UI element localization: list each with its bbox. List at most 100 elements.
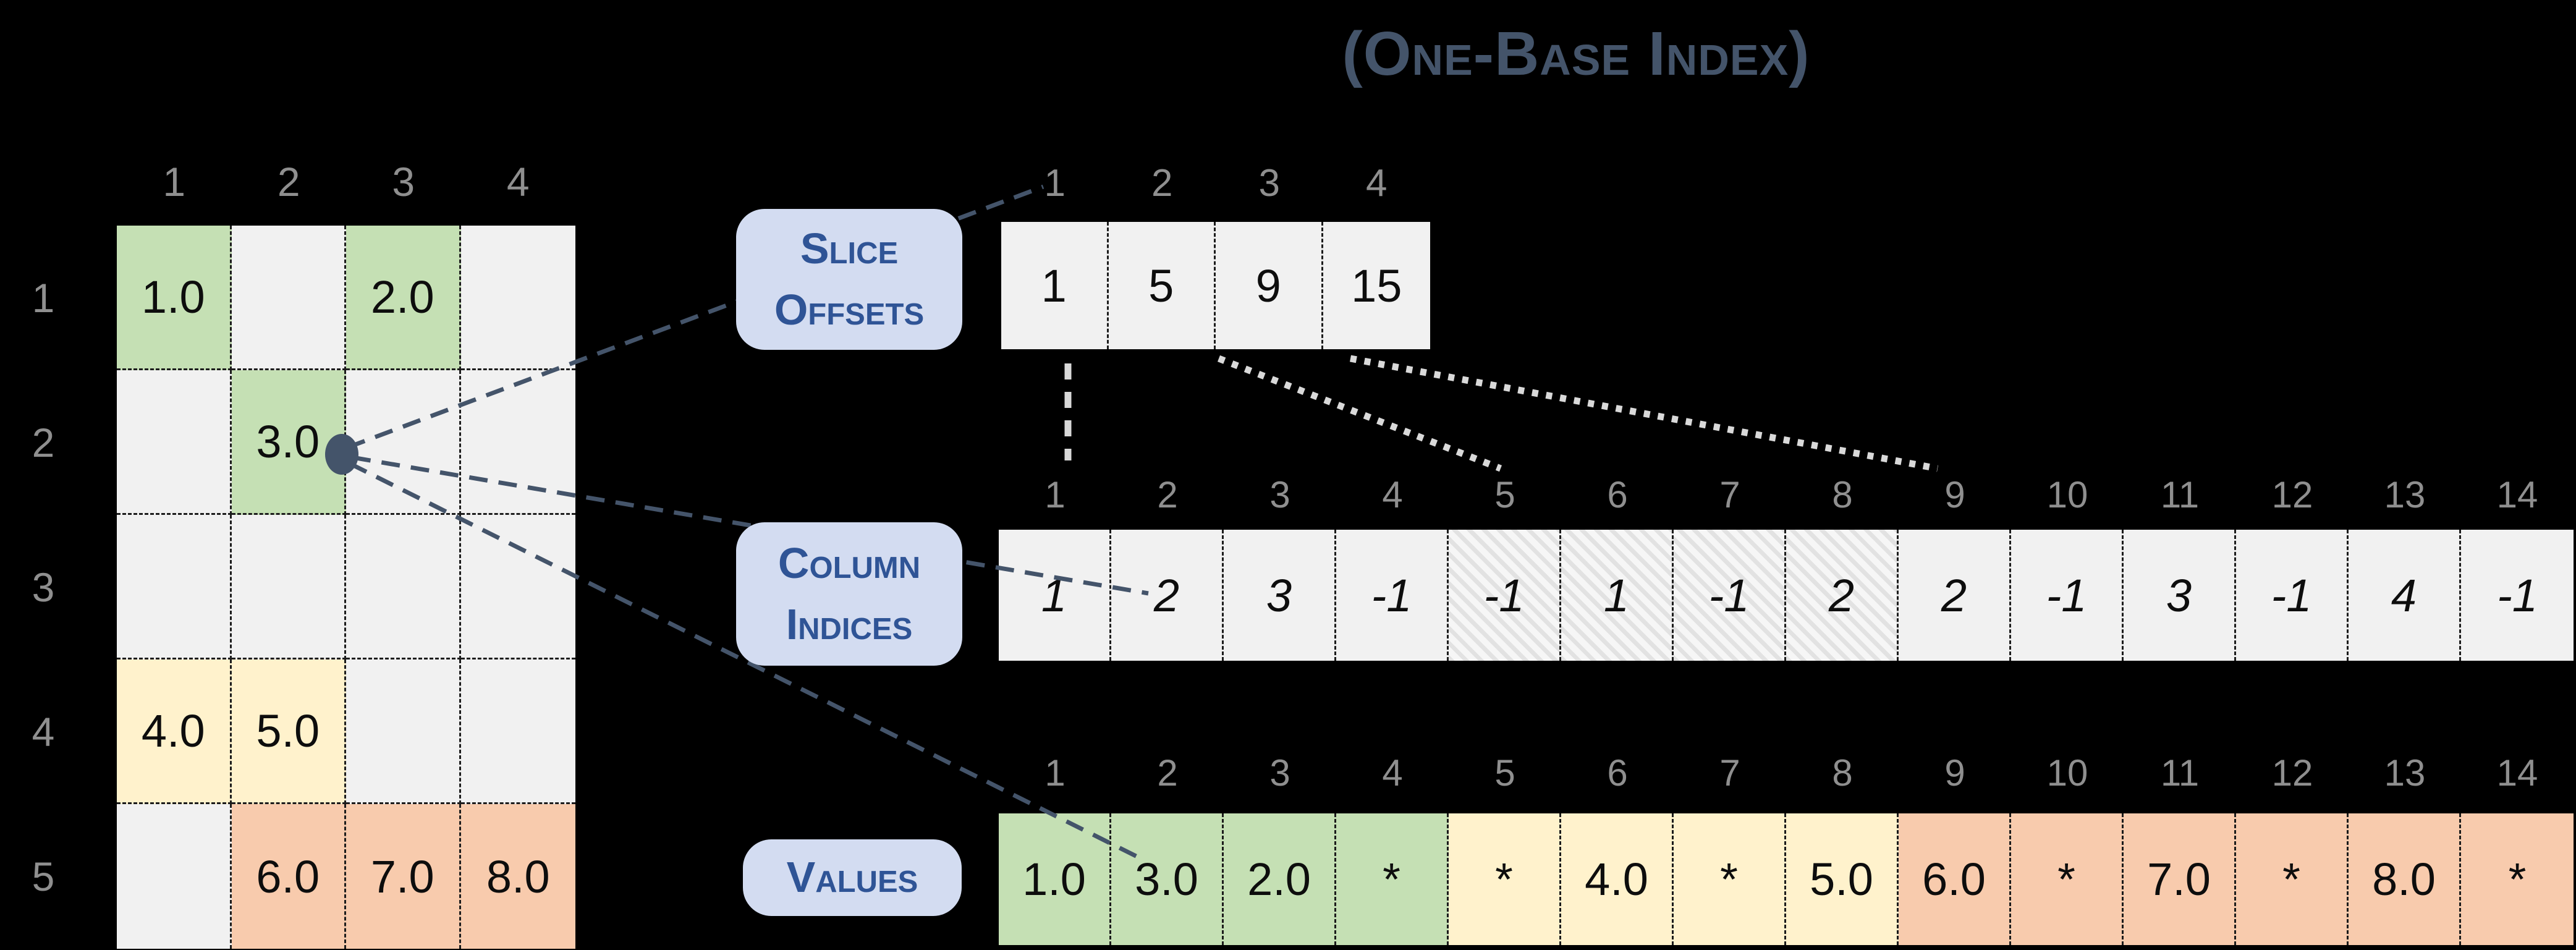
values-cell: * bbox=[1336, 813, 1449, 945]
values-index: 2 bbox=[1157, 752, 1178, 794]
column-indices-cell: 3 bbox=[2124, 530, 2236, 661]
values-index: 12 bbox=[2271, 752, 2313, 794]
slice-offsets-label: Slice Offsets bbox=[736, 209, 962, 350]
column-indices-cell: 1 bbox=[999, 530, 1111, 661]
slice-offsets-label-line2: Offsets bbox=[774, 286, 925, 334]
slice-offsets-cell: 9 bbox=[1216, 222, 1323, 349]
column-indices-label: Column Indices bbox=[736, 522, 962, 666]
matrix-column-headers: 1 2 3 4 bbox=[117, 152, 575, 211]
slice-offsets-index: 2 bbox=[1151, 161, 1173, 205]
slice-offsets-cell: 1 bbox=[1001, 222, 1109, 349]
column-indices-cell: 4 bbox=[2349, 530, 2461, 661]
values-cell: * bbox=[1449, 813, 1561, 945]
matrix-cell bbox=[460, 659, 575, 804]
values-index: 3 bbox=[1269, 752, 1290, 794]
matrix-cell: 1.0 bbox=[117, 226, 232, 370]
column-indices-index: 5 bbox=[1494, 473, 1515, 515]
values-cell: * bbox=[2461, 813, 2574, 945]
matrix-cell bbox=[346, 659, 461, 804]
matrix-cell bbox=[460, 370, 575, 515]
column-indices-index: 3 bbox=[1269, 473, 1290, 515]
column-indices-index: 1 bbox=[1044, 473, 1066, 515]
matrix-row-header: 2 bbox=[32, 420, 55, 465]
column-indices-index: 4 bbox=[1382, 473, 1403, 515]
matrix-col-header: 1 bbox=[163, 159, 186, 205]
matrix-cell bbox=[460, 515, 575, 659]
values-index: 11 bbox=[2160, 752, 2200, 794]
column-indices-cell: 2 bbox=[1786, 530, 1899, 661]
matrix-cell bbox=[117, 370, 232, 515]
matrix-row-header: 1 bbox=[32, 275, 55, 321]
slice-offsets-cell: 5 bbox=[1108, 222, 1216, 349]
column-indices-cell: -1 bbox=[2461, 530, 2574, 661]
column-indices-cell: 2 bbox=[1111, 530, 1224, 661]
matrix-cell bbox=[117, 804, 232, 949]
dotted-offset-9-pointer bbox=[1349, 355, 1939, 472]
matrix-cell bbox=[231, 226, 346, 370]
column-indices-label-line1: Column bbox=[777, 538, 921, 587]
column-indices-index: 7 bbox=[1719, 473, 1740, 515]
column-indices-index: 6 bbox=[1607, 473, 1628, 515]
values-cell: * bbox=[2011, 813, 2124, 945]
values-index: 8 bbox=[1832, 752, 1853, 794]
slice-offsets-index-row: 1 2 3 4 bbox=[1001, 155, 1430, 211]
column-indices-index: 13 bbox=[2384, 473, 2426, 515]
matrix-cell: 5.0 bbox=[231, 659, 346, 804]
matrix-col-header: 4 bbox=[506, 159, 530, 205]
values-index: 7 bbox=[1719, 752, 1740, 794]
column-indices-index: 12 bbox=[2271, 473, 2313, 515]
matrix-cell: 4.0 bbox=[117, 659, 232, 804]
column-indices-cell: -1 bbox=[2011, 530, 2124, 661]
values-label-line1: Values bbox=[786, 853, 918, 902]
matrix-col-header: 2 bbox=[277, 159, 300, 205]
slice-offsets-index: 4 bbox=[1366, 161, 1388, 205]
values-cell: * bbox=[2236, 813, 2349, 945]
slice-offsets-label-line1: Slice bbox=[800, 224, 899, 273]
values-index: 6 bbox=[1607, 752, 1628, 794]
page-title: (One-Base Index) bbox=[1342, 19, 1810, 88]
column-indices-cell: 1 bbox=[1561, 530, 1674, 661]
matrix-cell: 3.0 bbox=[231, 370, 346, 515]
values-cell: 3.0 bbox=[1111, 813, 1224, 945]
values-cell: 8.0 bbox=[2349, 813, 2461, 945]
column-indices-index: 2 bbox=[1157, 473, 1178, 515]
column-indices-cell: 3 bbox=[1224, 530, 1336, 661]
column-indices-index: 8 bbox=[1832, 473, 1853, 515]
values-index: 5 bbox=[1494, 752, 1515, 794]
column-indices-index: 14 bbox=[2496, 473, 2538, 515]
matrix-cell: 7.0 bbox=[346, 804, 461, 949]
values-index: 1 bbox=[1044, 752, 1066, 794]
matrix-cell bbox=[346, 515, 461, 659]
values-cell: 4.0 bbox=[1561, 813, 1674, 945]
matrix-cell bbox=[346, 370, 461, 515]
slice-offsets-index: 1 bbox=[1044, 161, 1066, 205]
column-indices-cell: -1 bbox=[1336, 530, 1449, 661]
matrix-row-header: 5 bbox=[32, 854, 55, 899]
values-label: Values bbox=[743, 839, 962, 916]
slice-offsets-index: 3 bbox=[1258, 161, 1280, 205]
values-cell: * bbox=[1674, 813, 1786, 945]
values-cell: 5.0 bbox=[1786, 813, 1899, 945]
column-indices-index: 9 bbox=[1944, 473, 1965, 515]
values-cell: 1.0 bbox=[999, 813, 1111, 945]
values-index: 10 bbox=[2046, 752, 2088, 794]
values-cell: 6.0 bbox=[1899, 813, 2011, 945]
matrix-row-header: 4 bbox=[32, 709, 55, 755]
matrix-cell bbox=[231, 515, 346, 659]
matrix-cell: 8.0 bbox=[460, 804, 575, 949]
column-indices-cell: -1 bbox=[1674, 530, 1786, 661]
column-indices-cell: -1 bbox=[2236, 530, 2349, 661]
column-indices-label-line2: Indices bbox=[786, 600, 913, 648]
matrix-col-header: 3 bbox=[392, 159, 415, 205]
values-index: 9 bbox=[1944, 752, 1965, 794]
values-index: 4 bbox=[1382, 752, 1403, 794]
column-indices-index: 10 bbox=[2046, 473, 2088, 515]
values-cell: 7.0 bbox=[2124, 813, 2236, 945]
